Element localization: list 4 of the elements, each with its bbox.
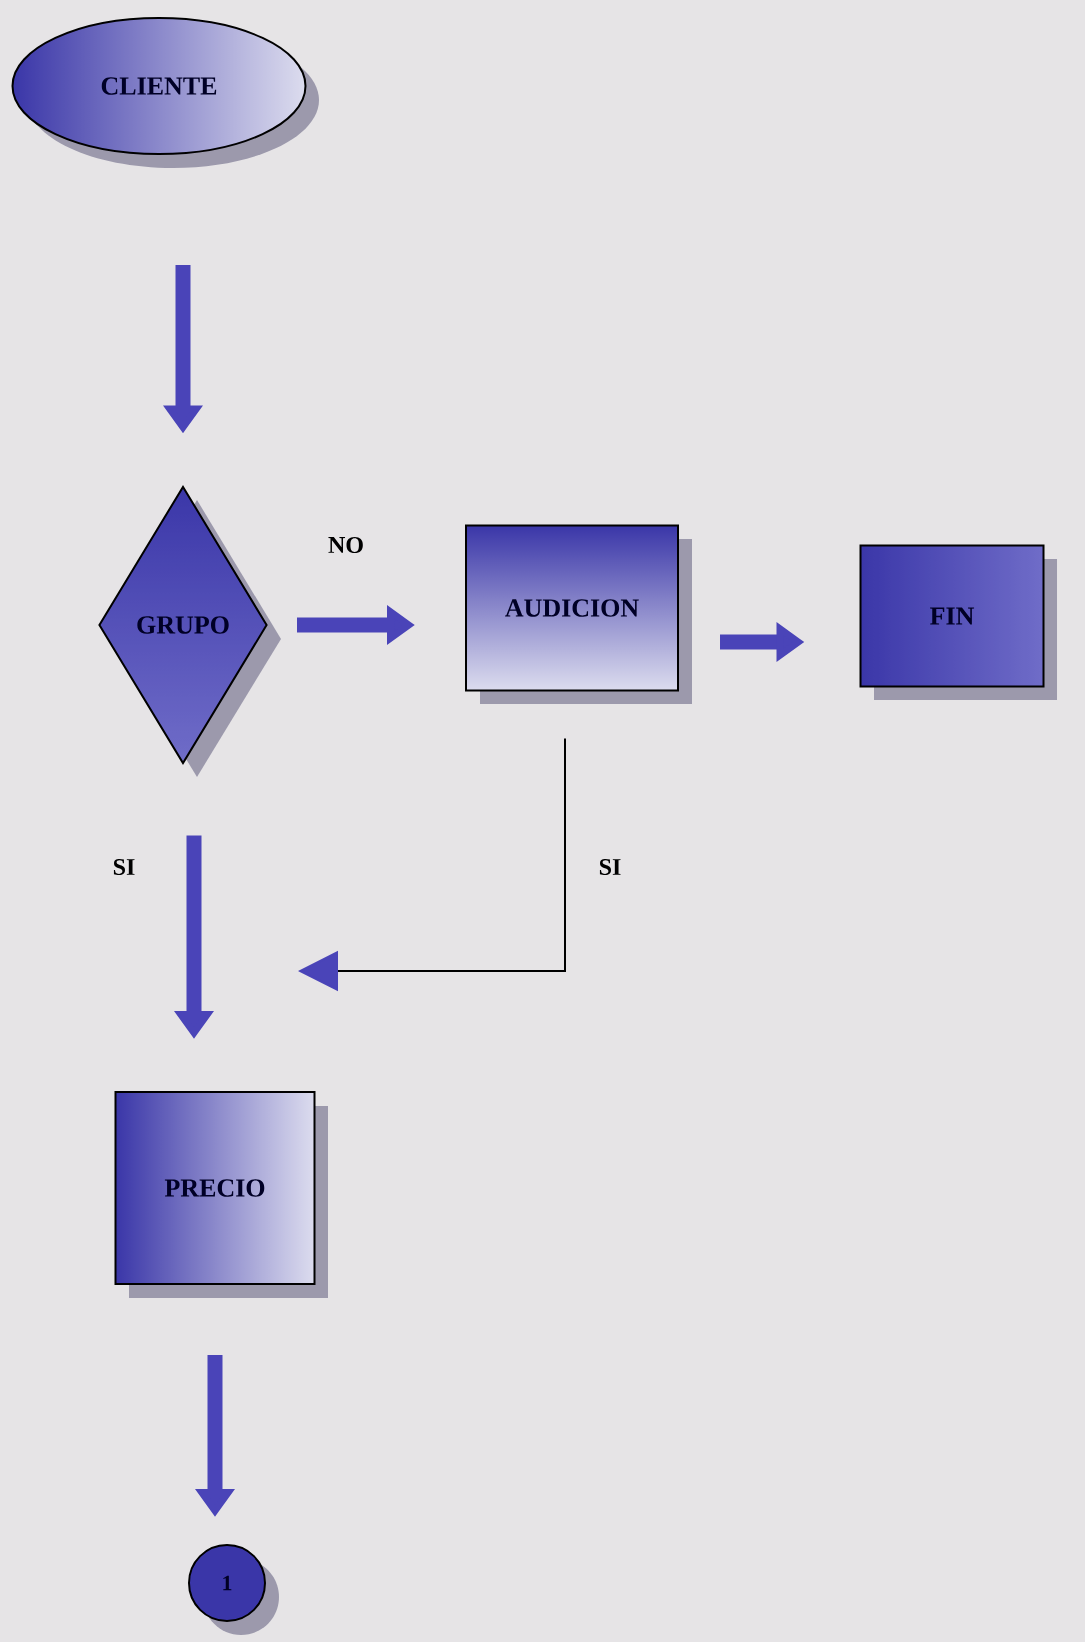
end-box: FIN <box>859 544 1057 700</box>
edge-label: NO <box>326 534 366 556</box>
process-box: PRECIO <box>114 1091 328 1298</box>
process-box: AUDICION <box>465 524 692 704</box>
